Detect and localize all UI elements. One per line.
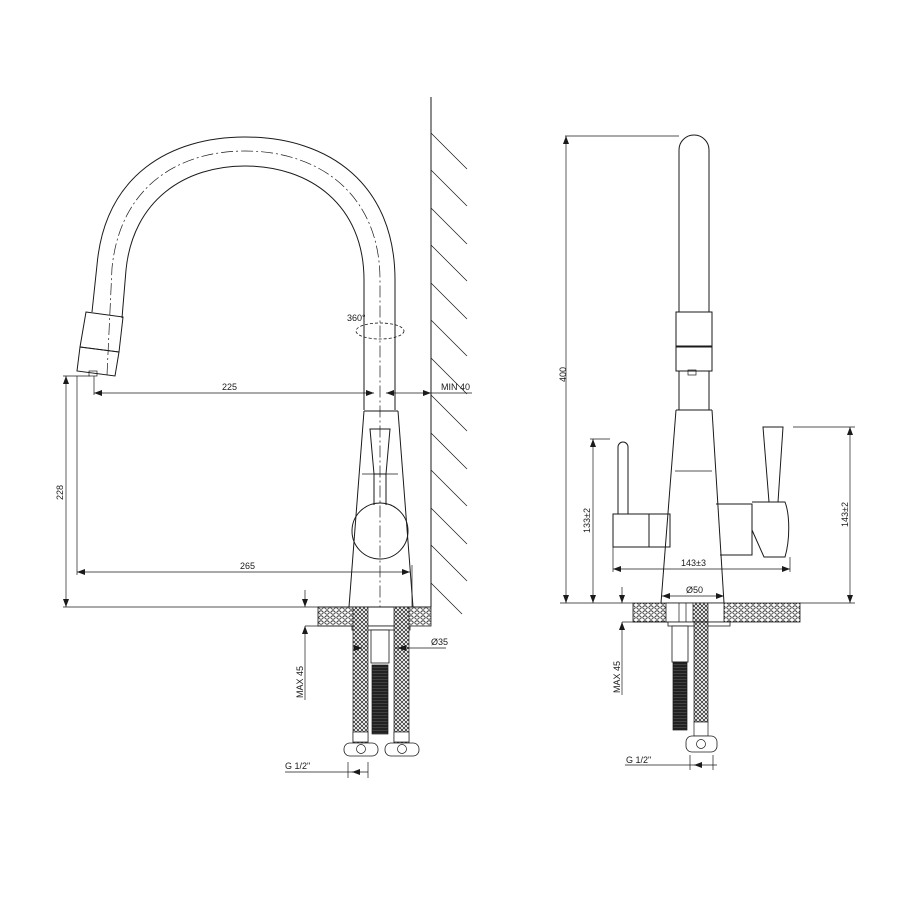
rotation-label: 360° bbox=[347, 313, 366, 323]
dim-spout-height: 228 bbox=[55, 485, 65, 500]
handle-knob bbox=[351, 502, 409, 560]
front-dimensions bbox=[560, 135, 855, 770]
dim-total-reach: 265 bbox=[240, 561, 255, 571]
dim-thread-front: G 1/2" bbox=[626, 755, 651, 765]
wall bbox=[430, 97, 468, 615]
dim-max-counter-front: MAX 45 bbox=[612, 661, 622, 693]
faucet-body bbox=[348, 410, 414, 608]
dim-handle-span: 143±3 bbox=[681, 558, 706, 568]
dim-max-counter: MAX 45 bbox=[295, 666, 305, 698]
spout bbox=[76, 136, 405, 610]
dim-hole-diameter: Ø35 bbox=[431, 637, 448, 647]
rotation-indicator-icon bbox=[355, 322, 405, 340]
dim-thread: G 1/2" bbox=[285, 761, 310, 771]
supply-hoses bbox=[343, 606, 420, 757]
dim-base-diameter: Ø50 bbox=[686, 585, 703, 595]
side-dimensions bbox=[63, 375, 472, 778]
dim-reach: 225 bbox=[222, 382, 237, 392]
dim-total-height: 400 bbox=[558, 367, 568, 382]
dim-wall-clearance: MIN 40 bbox=[441, 382, 470, 392]
dim-right-handle-height: 143±2 bbox=[840, 502, 850, 527]
side-view: 360° bbox=[55, 97, 472, 778]
front-view: 400 133±2 143±2 143±3 Ø50 MAX 45 G 1/2" bbox=[558, 134, 855, 770]
dim-left-handle-height: 133±2 bbox=[582, 508, 592, 533]
